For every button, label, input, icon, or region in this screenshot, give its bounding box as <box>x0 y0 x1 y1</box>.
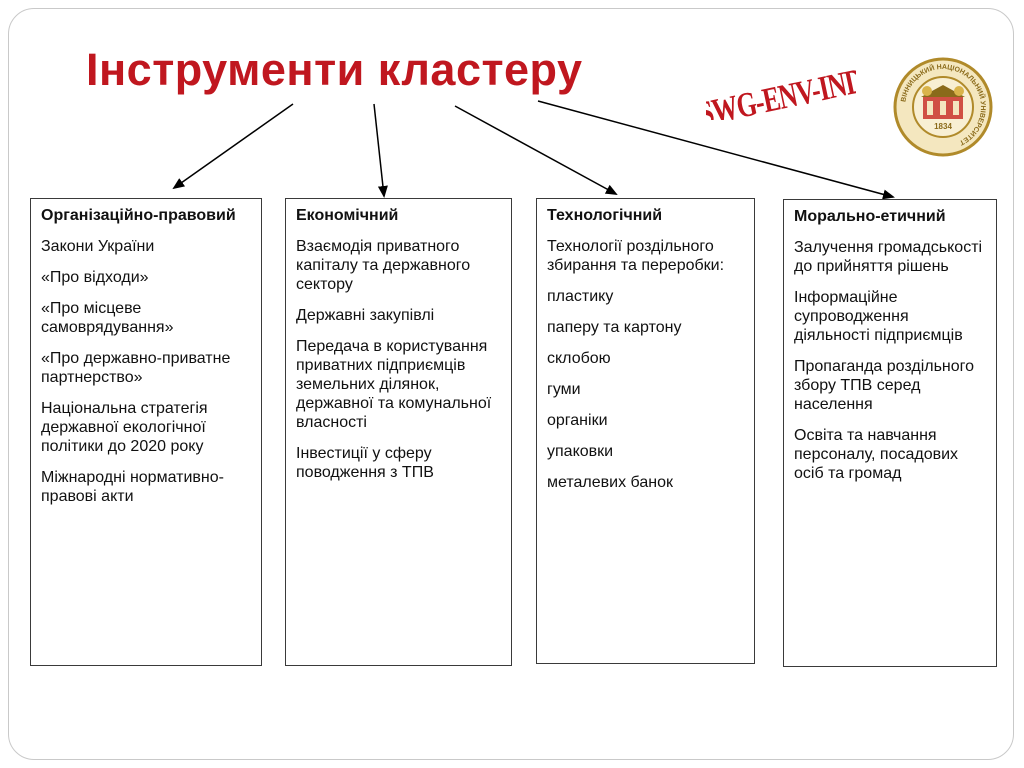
column-item: склобою <box>547 350 611 367</box>
column-title: Організаційно-правовий <box>41 207 236 224</box>
column-item: Передача в користування приватних підпри… <box>296 338 492 431</box>
university-seal-icon: ВІННИЦЬКИЙ НАЦІОНАЛЬНИЙ УНІВЕРСИТЕТ 1834 <box>893 57 993 157</box>
column-item: Закони України <box>41 238 155 255</box>
column-item: Взаємодія приватного капіталу та державн… <box>296 238 471 293</box>
column-organizational-legal: Організаційно-правовий Закони України «П… <box>30 198 262 666</box>
column-item: упаковки <box>547 443 614 460</box>
column-item: гуми <box>547 381 581 398</box>
column-item: пластику <box>547 288 614 305</box>
column-item: «Про відходи» <box>41 269 149 286</box>
column-moral-ethical: Морально-етичний Залучення громадськості… <box>783 199 997 667</box>
swg-env-ind-stamp: SWG-ENV-IND <box>706 70 856 120</box>
column-item: Інформаційне супроводження діяльності пі… <box>794 289 963 344</box>
column-item: Освіта та навчання персоналу, посадових … <box>794 427 959 482</box>
column-economic: Економічний Взаємодія приватного капітал… <box>285 198 512 666</box>
stamp-text: SWG-ENV-IND <box>706 70 856 120</box>
column-item: Міжнародні нормативно-правові акти <box>41 469 224 505</box>
column-item: Національна стратегія державної екологіч… <box>41 400 208 455</box>
column-technological: Технологічний Технології роздільного зби… <box>536 198 755 664</box>
column-item: паперу та картону <box>547 319 682 336</box>
column-item: Технології роздільного збирання та перер… <box>547 238 725 274</box>
column-item: Інвестиції у сферу поводження з ТПВ <box>296 445 434 481</box>
column-item: Залучення громадськості до прийняття ріш… <box>794 239 983 275</box>
slide-title: Інструменти кластеру <box>86 44 583 95</box>
column-item: Пропаганда роздільного збору ТПВ серед н… <box>794 358 975 413</box>
column-item: Державні закупівлі <box>296 307 435 324</box>
column-item: металевих банок <box>547 474 673 491</box>
column-title: Морально-етичний <box>794 208 946 225</box>
seal-year: 1834 <box>934 122 952 131</box>
column-title: Технологічний <box>547 207 663 224</box>
column-title: Економічний <box>296 207 399 224</box>
column-item: «Про місцеве самоврядування» <box>41 300 174 336</box>
column-item: органіки <box>547 412 608 429</box>
column-item: «Про державно-приватне партнерство» <box>41 350 231 386</box>
